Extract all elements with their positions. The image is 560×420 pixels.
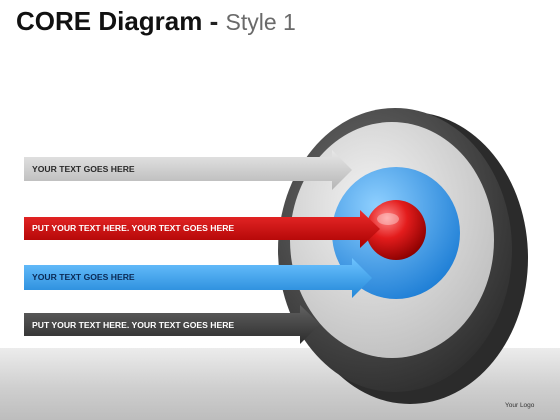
title-main: CORE Diagram <box>16 6 203 36</box>
core-sphere <box>366 200 426 260</box>
arrow-3 <box>24 258 372 298</box>
title-subtitle: Style 1 <box>225 9 296 35</box>
core-highlight <box>377 213 399 225</box>
page-title: CORE Diagram - Style 1 <box>16 6 296 37</box>
arrow-4 <box>24 305 320 344</box>
arrow-4-label: PUT YOUR TEXT HERE. YOUR TEXT GOES HERE <box>32 320 235 330</box>
arrow-1 <box>24 150 352 190</box>
arrow-2-label: PUT YOUR TEXT HERE. YOUR TEXT GOES HERE <box>32 223 235 233</box>
title-separator: - <box>209 6 219 36</box>
arrow-2 <box>24 210 380 248</box>
logo-text: Your Logo <box>505 402 535 409</box>
arrow-3-label: YOUR TEXT GOES HERE <box>32 272 135 282</box>
arrow-1-label: YOUR TEXT GOES HERE <box>32 164 135 174</box>
